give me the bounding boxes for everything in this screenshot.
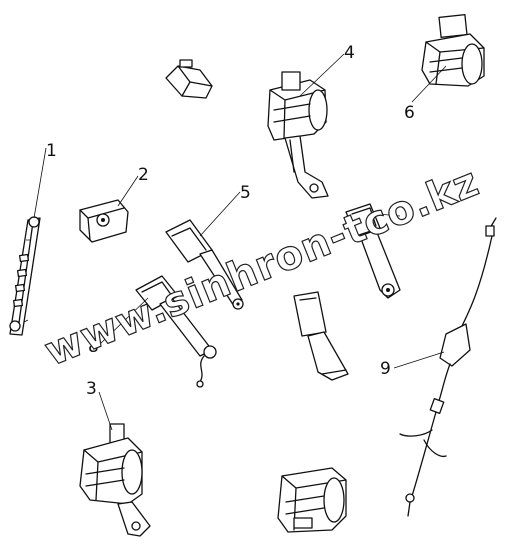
part-5-buckle (165, 219, 244, 310)
callout-2: 2 (138, 165, 149, 185)
part-3-retractor (79, 423, 151, 537)
part-1-height-adjuster (9, 216, 41, 336)
callout-6: 6 (404, 103, 415, 123)
part-8-buckle-harness (135, 275, 217, 388)
callout-9: 9 (380, 359, 391, 379)
part-2-anchor-clip (79, 199, 129, 243)
callout-leaders (33, 53, 447, 431)
part-4-retractor (267, 71, 329, 199)
part-6-retractor (421, 14, 485, 87)
callout-3: 3 (86, 379, 97, 399)
retractor-bottom (277, 467, 347, 533)
callout-5: 5 (240, 183, 251, 203)
callout-4: 4 (344, 43, 355, 63)
buckle-right (345, 203, 401, 299)
callout-1: 1 (46, 141, 57, 161)
connector-cap (165, 59, 213, 99)
part-9-cable-harness (399, 217, 497, 517)
latch-plate-middle (293, 291, 349, 381)
watermark-text: www.sinhron-tco.kz (39, 159, 486, 375)
callout-8: 8 (88, 337, 99, 357)
